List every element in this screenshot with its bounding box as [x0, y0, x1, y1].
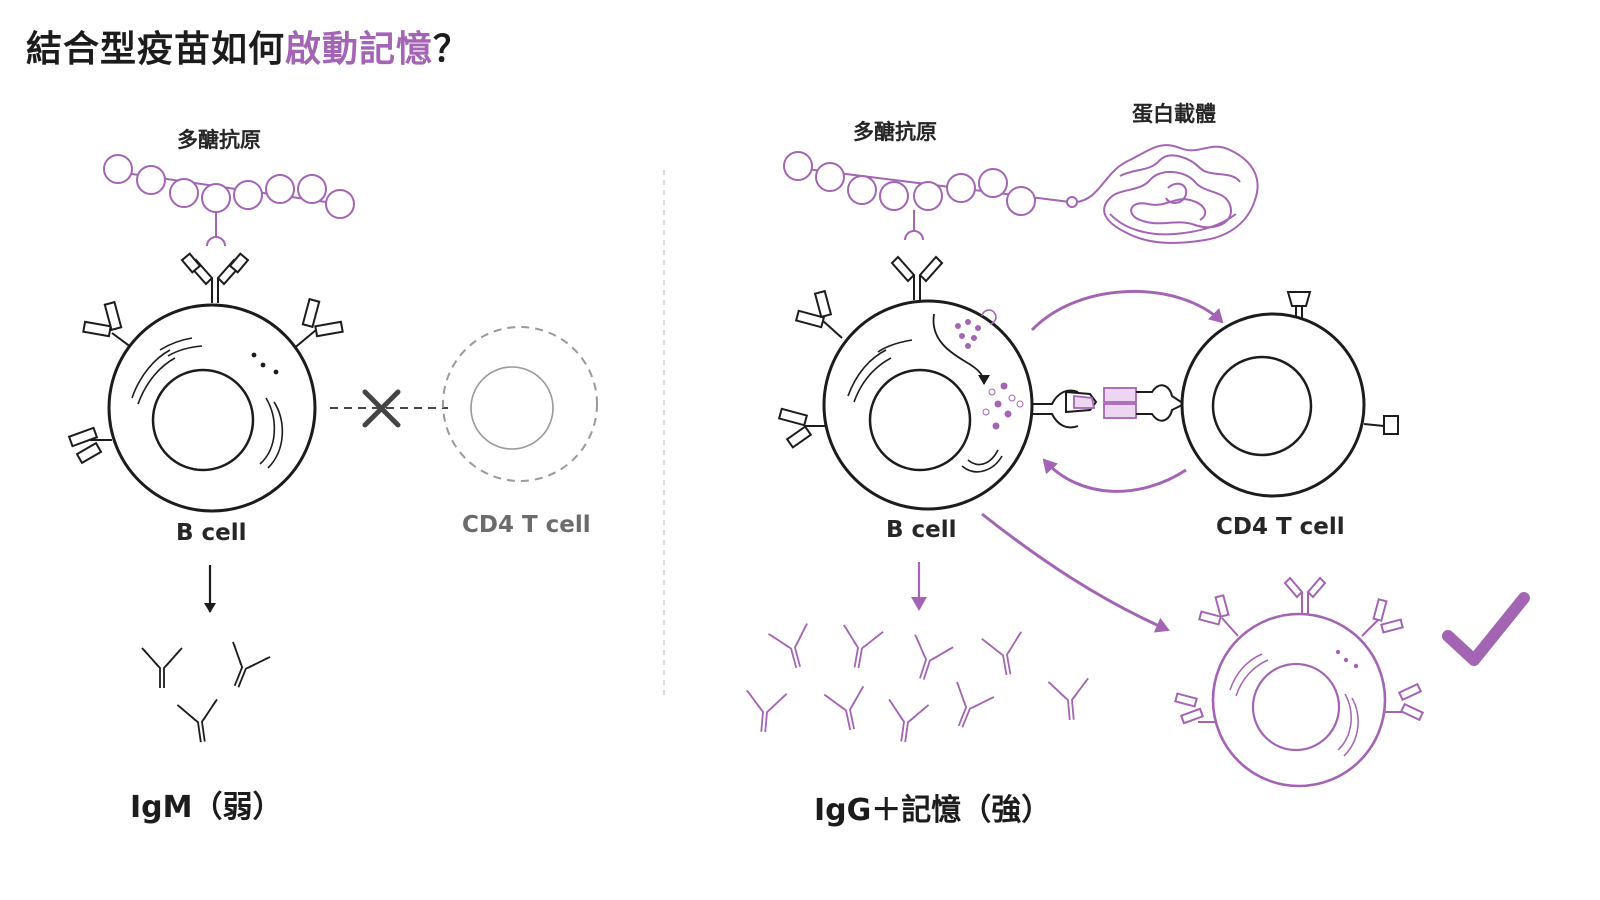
left-t-cell-absent	[442, 326, 598, 482]
x-mark-icon	[362, 389, 401, 428]
right-antigen-label: 多醣抗原	[853, 120, 937, 144]
immune-synapse	[1032, 384, 1185, 429]
right-b-cell	[822, 299, 1034, 511]
left-b-cell-label: B cell	[176, 520, 247, 546]
right-bcell-side-receptors	[777, 289, 843, 449]
left-t-cell-label: CD4 T cell	[462, 512, 591, 538]
right-cd4-t-cell	[1180, 291, 1399, 498]
help-arrow-top	[1030, 290, 1224, 332]
right-result-label: IgG＋記憶（強）	[814, 793, 1052, 828]
right-bcr-top	[890, 255, 944, 300]
title-part2: ？	[433, 29, 471, 70]
page-title: 結合型疫苗如何啟動記憶？	[26, 20, 470, 72]
carrier-protein-label: 蛋白載體	[1132, 102, 1216, 126]
left-panel	[67, 154, 598, 743]
memory-arrow	[981, 512, 1170, 633]
right-panel	[746, 144, 1530, 788]
left-antigen-label: 多醣抗原	[177, 128, 261, 152]
blocked-connection	[330, 389, 448, 428]
right-b-cell-label: B cell	[886, 517, 957, 543]
right-polysaccharide-chain	[783, 151, 1078, 241]
title-highlight: 啟動記憶	[285, 29, 434, 70]
left-b-cell	[107, 303, 317, 513]
help-arrow-bottom	[1042, 458, 1187, 493]
right-antibodies	[746, 623, 1089, 743]
left-polysaccharide-chain	[103, 154, 355, 247]
left-result-label: IgM（弱）	[130, 790, 283, 825]
left-antibodies	[141, 641, 271, 743]
check-mark-icon	[1442, 592, 1530, 666]
processing-arrow	[932, 313, 990, 385]
antigen-fragments	[955, 309, 1024, 430]
protein-carrier	[1075, 144, 1259, 244]
left-bcr-top	[180, 252, 250, 303]
memory-b-cell	[1174, 576, 1425, 788]
title-part1: 結合型疫苗如何	[26, 29, 286, 70]
right-t-cell-label: CD4 T cell	[1216, 514, 1345, 540]
